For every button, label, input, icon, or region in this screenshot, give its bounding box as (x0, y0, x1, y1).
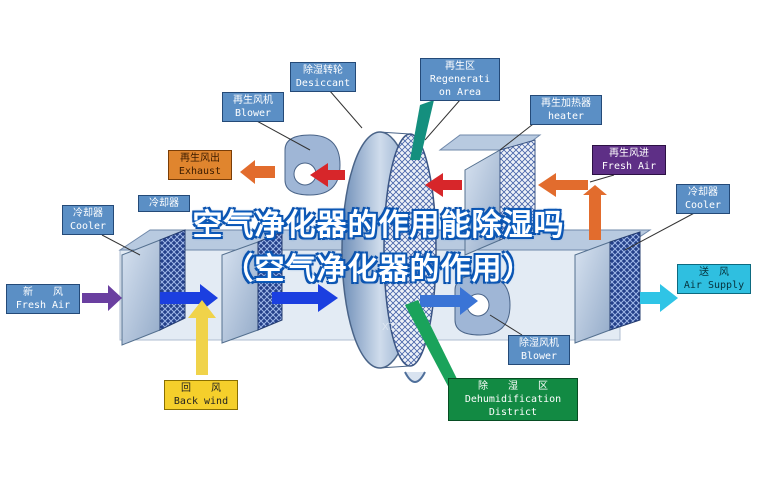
label-fresh-air-in: 再生风进 Fresh Air (592, 145, 666, 175)
label-fresh-air: 新 风 Fresh Air (6, 284, 80, 314)
label-cooler-left2: 冷却器 (138, 195, 190, 212)
label-cooler-right: 冷却器 Cooler (676, 184, 730, 214)
arrow-red (310, 163, 462, 197)
overlay-title-line1: 空气净化器的作用能除湿吗 (192, 208, 565, 243)
desiccant-wheel (341, 131, 437, 383)
arrow-blue-2 (272, 284, 338, 312)
arrow-back-wind (188, 300, 216, 375)
arrow-fresh-air (82, 285, 122, 311)
second-cooler (221, 231, 283, 344)
label-cooler-left: 冷却器 Cooler (62, 205, 114, 235)
label-desiccant: 除湿转轮 Desiccant (290, 62, 356, 92)
regen-duct (438, 134, 542, 256)
label-air-supply: 送 风 Air Supply (677, 264, 751, 294)
arrow-supply (640, 284, 678, 312)
green-pointer (405, 300, 460, 390)
label-blower-top: 再生风机 Blower (222, 92, 284, 122)
watermark-text: XTL (382, 322, 401, 333)
arrow-orange-1 (240, 160, 275, 184)
label-back-wind: 回 风 Back wind (164, 380, 238, 410)
overlay-title-line2: （空气净化器的作用） (223, 252, 534, 287)
left-cooler (121, 229, 186, 346)
label-regeneration: 再生区 Regenerati on Area (420, 58, 500, 101)
top-blower (284, 134, 341, 196)
label-exhaust: 再生风出 Exhaust (168, 150, 232, 180)
label-dehumid: 除 湿 区 Dehumidification District (448, 378, 578, 421)
right-cooler (574, 231, 641, 344)
label-heater: 再生加热器 heater (530, 95, 602, 125)
arrow-blue-3 (420, 287, 478, 315)
teal-pointer (410, 100, 434, 160)
arrow-orange-2 (538, 173, 607, 240)
label-blower-bottom: 除湿风机 Blower (508, 335, 570, 365)
